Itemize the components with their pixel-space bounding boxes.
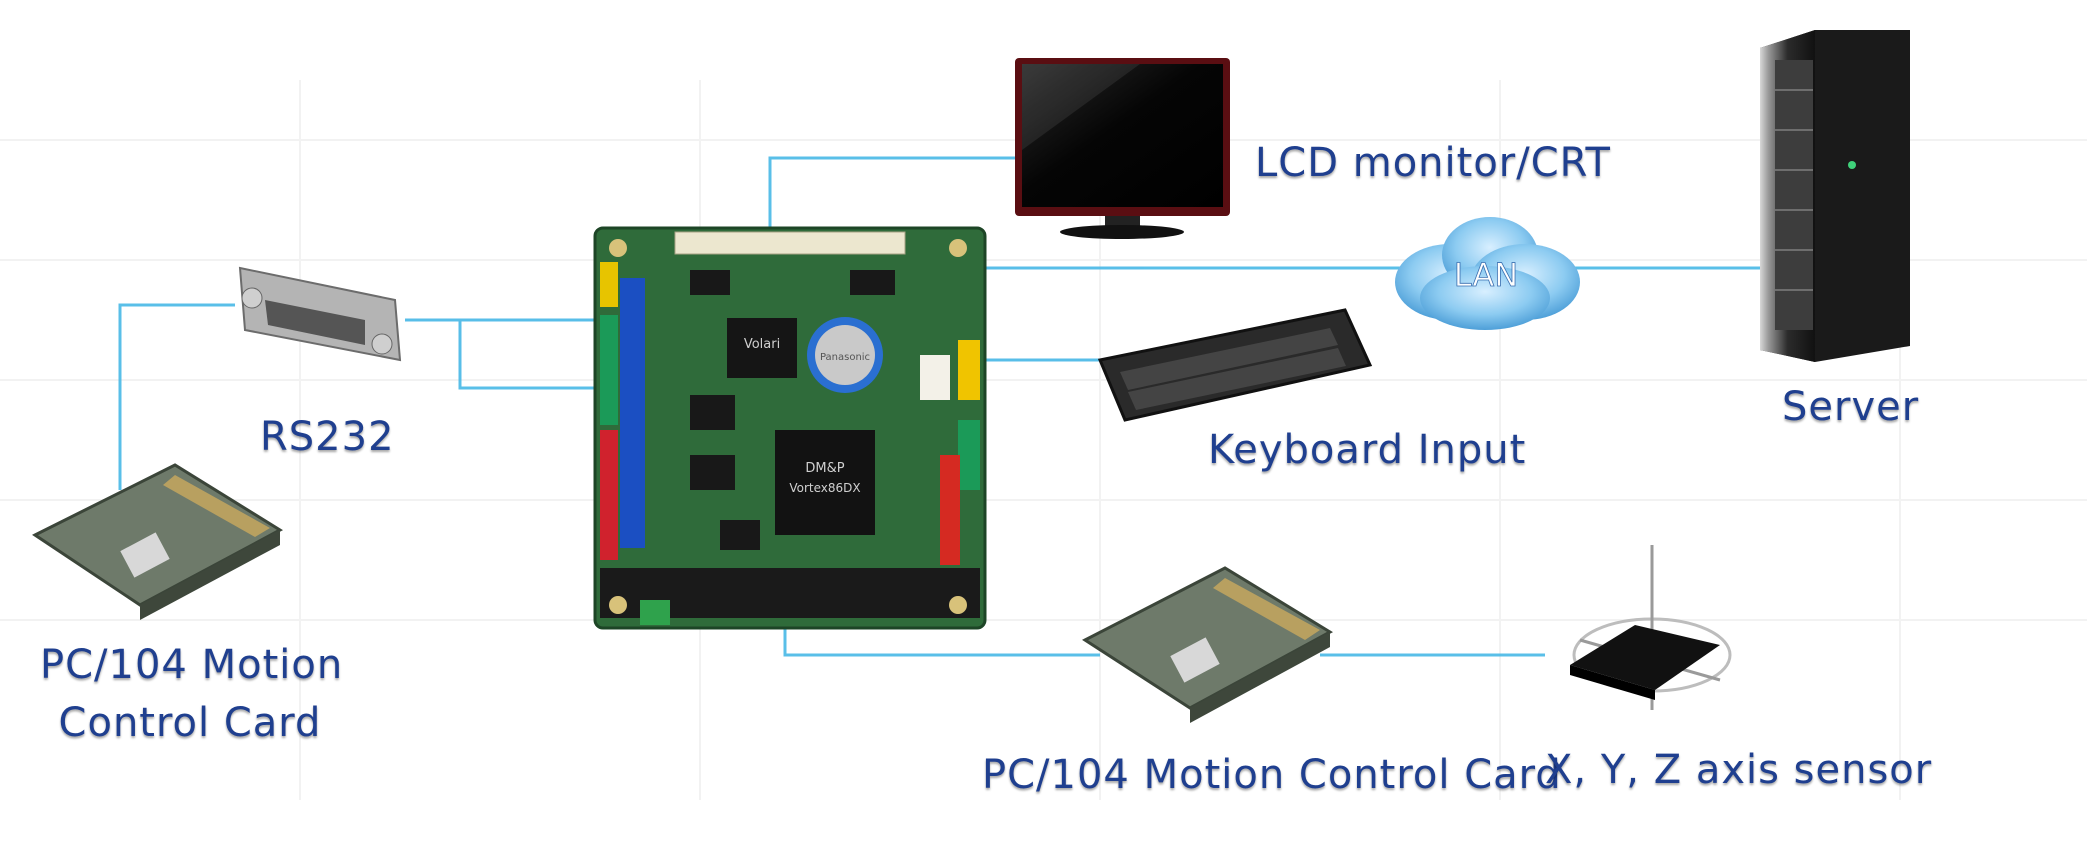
label-server: Server [1782, 384, 1920, 430]
label-sensor: X, Y, Z axis sensor [1545, 747, 1933, 793]
link-board-lcd [768, 156, 1020, 228]
battery-text: Panasonic [820, 352, 870, 363]
motion-card-bottom [1082, 566, 1334, 723]
rs232-connector [238, 266, 402, 362]
label-motion-bottom: PC/104 Motion Control Card [982, 752, 1562, 798]
background-grid [0, 80, 2087, 800]
lcd-monitor [1015, 58, 1230, 239]
motion-card-left [32, 463, 284, 620]
lan-cloud: LAN [1395, 217, 1580, 330]
chip-cpu-brand: DM&P [805, 461, 844, 476]
link-board-left [458, 320, 595, 390]
connection-lines [118, 156, 1760, 657]
label-lcd: LCD monitor/CRT [1255, 140, 1611, 186]
lan-label: LAN [1454, 256, 1518, 294]
label-keyboard: Keyboard Input [1208, 427, 1527, 473]
label-motion-left: PC/104 Motion Control Card [40, 640, 344, 748]
chip-cpu-text: Vortex86DX [789, 481, 860, 495]
label-motion-left-line2: Control Card [58, 700, 322, 746]
chip-cpu [775, 430, 875, 535]
label-motion-left-line1: PC/104 Motion [40, 642, 344, 688]
server-rack [1760, 30, 1910, 362]
pc104-cpu-board: Volari DM&P Vortex86DX Panasonic [593, 226, 987, 630]
chip-volari-text: Volari [744, 337, 780, 352]
xyz-sensor [1570, 545, 1732, 710]
link-board-motion-bottom [783, 625, 1100, 657]
link-rs232-motion [118, 303, 235, 490]
keyboard [1097, 308, 1373, 422]
label-rs232: RS232 [260, 414, 395, 460]
chip-volari [727, 318, 797, 378]
